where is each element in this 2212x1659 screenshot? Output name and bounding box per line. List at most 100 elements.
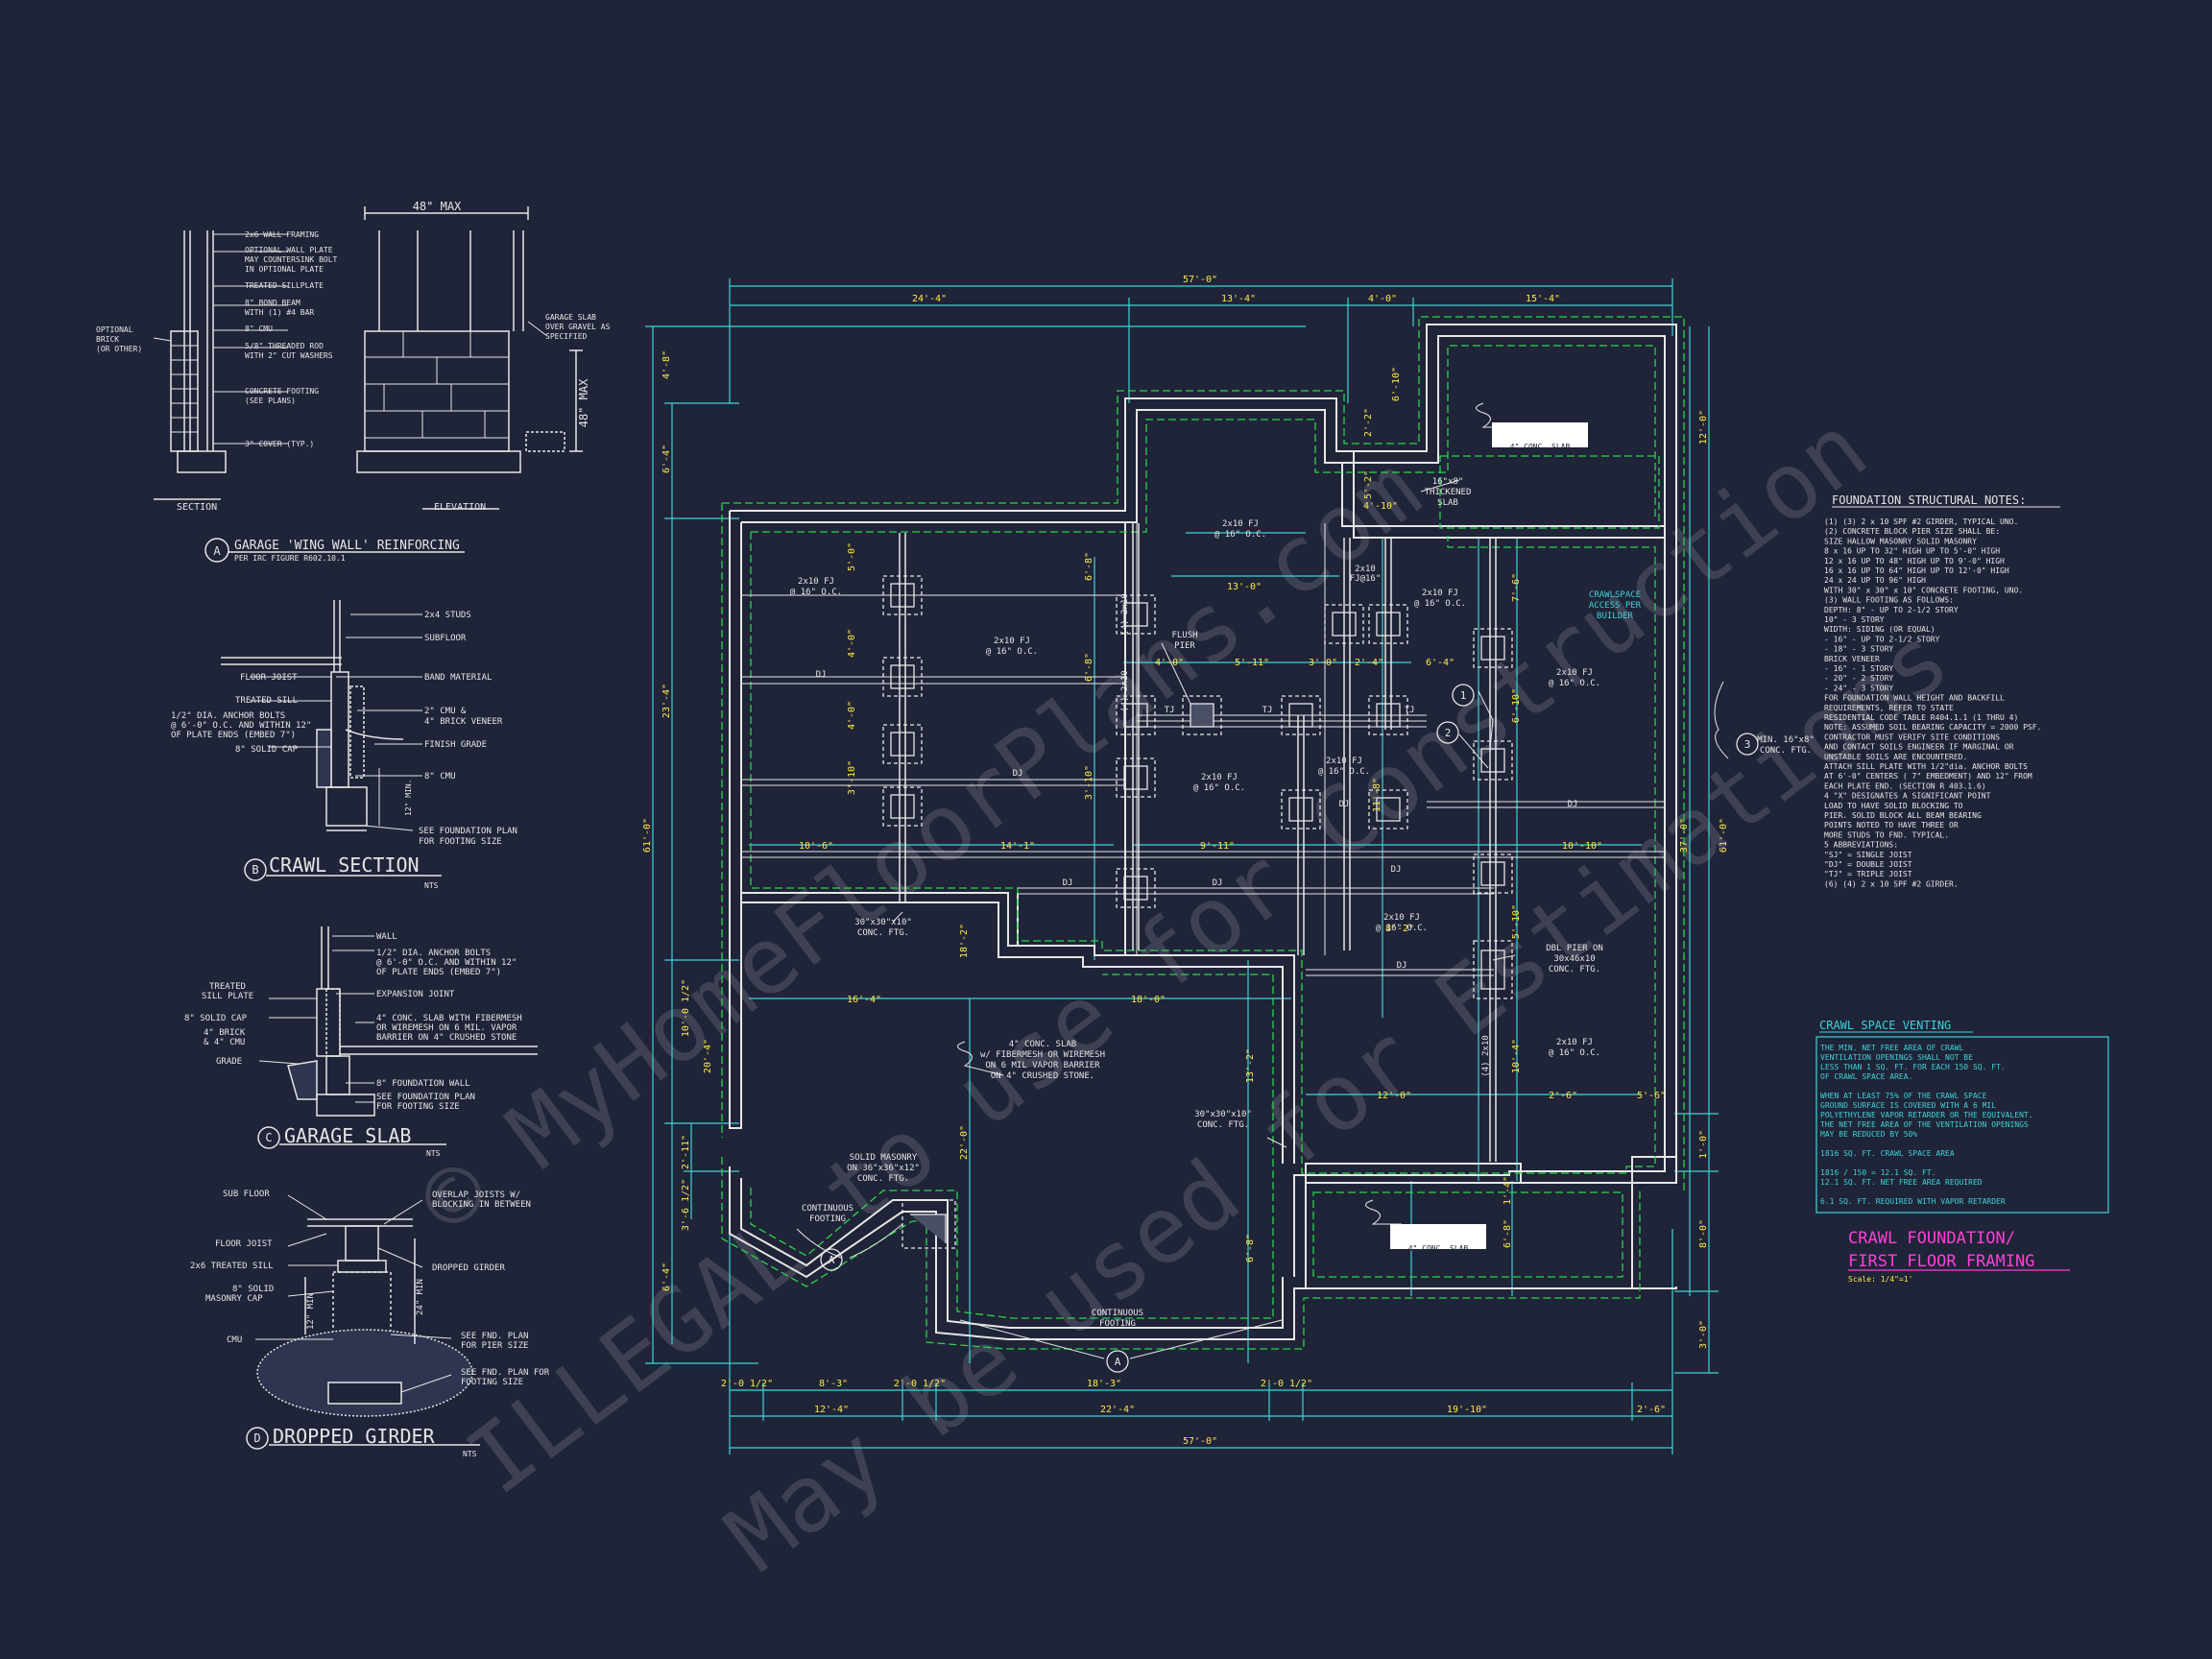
dim-left-3: 23'-4"	[661, 684, 672, 718]
vent-lines-line: 1816 SQ. FT. CRAWL SPACE AREA	[1820, 1149, 1955, 1158]
dim-inner-31: 10'-4"	[1511, 1039, 1522, 1073]
fj-label-7a: 2x10 FJ	[1326, 757, 1362, 766]
dim-inner-8: 3'-0"	[1309, 658, 1337, 668]
fj-label-4b: @ 16" O.C.	[1414, 599, 1466, 609]
dim-left-9: 6'-4"	[661, 1262, 672, 1291]
detail-b-callout-r4: 2" CMU &	[424, 707, 467, 716]
detail-b-callout-r6: FINISH GRADE	[424, 740, 487, 750]
dim-bottom-9: 2'-6"	[1637, 1405, 1666, 1415]
detail-a-callout-9: 5/8" THREADED ROD	[245, 342, 324, 350]
detail-d-callout-l4: 8" SOLID	[232, 1285, 274, 1294]
detail-c-callout-r5: EXPANSION JOINT	[376, 990, 455, 999]
dim-inner-7: 5'-11"	[1235, 658, 1269, 668]
detail-c-text: WALL 1/2" DIA. ANCHOR BOLTS @ 6'-0" O.C.…	[184, 932, 522, 1158]
notes-lines-line: WITH 30" x 30" x 10" CONCRETE FOOTING, U…	[1824, 586, 2023, 594]
dim-inner-21: 5'-6"	[1637, 1091, 1666, 1101]
vent-lines-line: VENTILATION OPENINGS SHALL NOT BE	[1820, 1053, 1973, 1062]
marker-2	[1436, 721, 1459, 744]
marker-1	[1452, 684, 1475, 707]
dim-bottom-8: 19'-10"	[1447, 1405, 1487, 1415]
crawl-access-3: BUILDER	[1597, 612, 1634, 621]
detail-a-brick-2: BRICK	[96, 335, 119, 344]
plan-title-line-1: CRAWL FOUNDATION/	[1848, 1229, 2015, 1248]
marker-1-label: 1	[1460, 689, 1467, 702]
dim-right-4: 1'-0"	[1698, 1130, 1709, 1159]
notes-lines-line: LOAD TO HAVE SOLID BLOCKING TO	[1824, 802, 1963, 810]
dim-inner-1: 6'-10"	[1391, 367, 1402, 401]
notes-lines-line: MORE STUDS TO FND. TYPICAL.	[1824, 830, 1949, 839]
detail-d-letter: D	[253, 1431, 260, 1445]
fj-label-2a: 2x10 FJ	[994, 637, 1030, 646]
venting-box	[1815, 1036, 2109, 1214]
notes-lines-line: SIZE HALLOW MASONRY SOLID MASONRY	[1824, 537, 1977, 545]
notes-lines-line: REQUIREMENTS, REFER TO STATE	[1824, 704, 1954, 712]
detail-d-callout-l3: 2x6 TREATED SILL	[190, 1262, 274, 1271]
fj-label-6b: @ 16" O.C.	[1193, 783, 1245, 793]
notes-lines-line: DEPTH: 8" - UP TO 2-1/2 STORY	[1824, 606, 1959, 614]
garage-slab-2: w/ FIBERMESH OR WIREMESH	[980, 1050, 1105, 1060]
dim-inner-11: 10'-6"	[799, 841, 833, 852]
detail-b-callout-l3: 1/2" DIA. ANCHOR BOLTS	[171, 711, 285, 721]
detail-c-callout-r4: OF PLATE ENDS (EMBED 7")	[376, 968, 501, 977]
detail-b-title: CRAWL SECTION	[269, 854, 420, 877]
structural-notes: FOUNDATION STRUCTURAL NOTES: (1) (3) 2 x…	[1824, 493, 2060, 888]
min-ftg-2: CONC. FTG.	[1760, 746, 1812, 756]
tj-label-3: TJ	[1405, 706, 1415, 715]
detail-c-callout-r1: WALL	[376, 932, 397, 942]
vent-lines-line: LESS THAN 1 SQ. FT. FOR EACH 150 SQ. FT.	[1820, 1063, 2006, 1071]
notes-lines-line: 10" - 3 STORY	[1824, 615, 1885, 624]
detail-c-nts: NTS	[426, 1149, 441, 1158]
dim-bottom-1: 2'-0 1/2"	[721, 1379, 773, 1389]
detail-b-callout-r1: 2x4 STUDS	[424, 611, 471, 620]
marker-a-1-label: A	[829, 1254, 835, 1266]
notes-lines-line: 4 "X" DESIGNATES A SIGNIFICANT POINT	[1824, 792, 1991, 801]
continuous-2a: CONTINUOUS	[1092, 1309, 1143, 1318]
conc-ftg-1b: CONC. FTG.	[857, 928, 909, 938]
structural-notes-lines: (1) (3) 2 x 10 SPF #2 GIRDER, TYPICAL UN…	[1824, 517, 2041, 888]
thickened-slab-2: THICKENED	[1425, 488, 1472, 497]
plan-title-scale: Scale: 1/4"=1'	[1848, 1275, 1912, 1284]
plan-marker-text: 1 2 3 A A	[829, 689, 1751, 1368]
detail-a-brick-3: (OR OTHER)	[96, 345, 142, 353]
notes-lines-line: 12 x 16 UP TO 48" HIGH UP TO 9'-0" HIGH	[1824, 557, 2005, 565]
beam-label-1: (4) 2x10	[1120, 593, 1130, 635]
dim-inner-30: 5'-10"	[1511, 904, 1522, 939]
venting-lines: THE MIN. NET FREE AREA OF CRAWLVENTILATI…	[1820, 1044, 2033, 1206]
dim-left-5: 10'-0 1/2"	[681, 979, 691, 1037]
dj-label-6: DJ	[1391, 865, 1402, 875]
fj-label-2b: @ 16" O.C.	[986, 647, 1038, 657]
dim-top-1: 24'-4"	[912, 294, 947, 304]
fj-label-3a: 2x10 FJ	[1222, 519, 1259, 529]
dj-label-1: DJ	[816, 670, 827, 680]
crawl-access-1: CRAWLSPACE	[1589, 590, 1641, 600]
detail-a-callout-10: WITH 2" CUT WASHERS	[245, 351, 333, 360]
dim-right-6: 3'-0"	[1698, 1320, 1709, 1349]
detail-d-callout-r3: DROPPED GIRDER	[432, 1263, 505, 1273]
detail-d-text: SUB FLOOR FLOOR JOIST 2x6 TREATED SILL 8…	[190, 1190, 550, 1458]
plan-girders	[899, 523, 1497, 1162]
notes-lines-line: ATTACH SILL PLATE WITH 1/2"dia. ANCHOR B…	[1824, 762, 2028, 771]
dim-inner-24: 4'-0"	[847, 701, 857, 730]
detail-a-letter: A	[213, 544, 221, 558]
conc-ftg-2a: 30"x30"x10"	[1194, 1110, 1252, 1119]
dim-inner-20: 2'-6"	[1549, 1091, 1577, 1101]
slab-tag-1	[1492, 422, 1588, 447]
detail-c-callout-r9: 8" FOUNDATION WALL	[376, 1079, 470, 1089]
dim-left-7: 2'-11"	[681, 1135, 691, 1169]
dim-inner-36: 6'-8"	[1503, 1219, 1513, 1248]
detail-b-crawl-section	[221, 600, 442, 881]
notes-lines-line: (3) WALL FOOTING AS FOLLOWS:	[1824, 596, 1954, 605]
dim-inner-10: 6'-4"	[1426, 658, 1455, 668]
detail-a-callout-6: 8" BOND BEAM	[245, 299, 301, 307]
detail-a-callout-2: OPTIONAL WALL PLATE	[245, 246, 333, 254]
detail-b-callout-r2: SUBFLOOR	[424, 634, 467, 643]
marker-2-label: 2	[1445, 727, 1452, 739]
detail-b-callout-r3: BAND MATERIAL	[424, 673, 492, 683]
dj-label-7: DJ	[1397, 961, 1407, 971]
dim-inner-18: 12'-0"	[1377, 1091, 1411, 1101]
detail-a-slab-1: GARAGE SLAB	[545, 313, 596, 322]
notes-lines-line: (1) (3) 2 x 10 SPF #2 GIRDER, TYPICAL UN…	[1824, 517, 2018, 526]
detail-b-text: 2x4 STUDS SUBFLOOR BAND MATERIAL 2" CMU …	[171, 611, 517, 890]
plan-piers	[882, 575, 1513, 1249]
